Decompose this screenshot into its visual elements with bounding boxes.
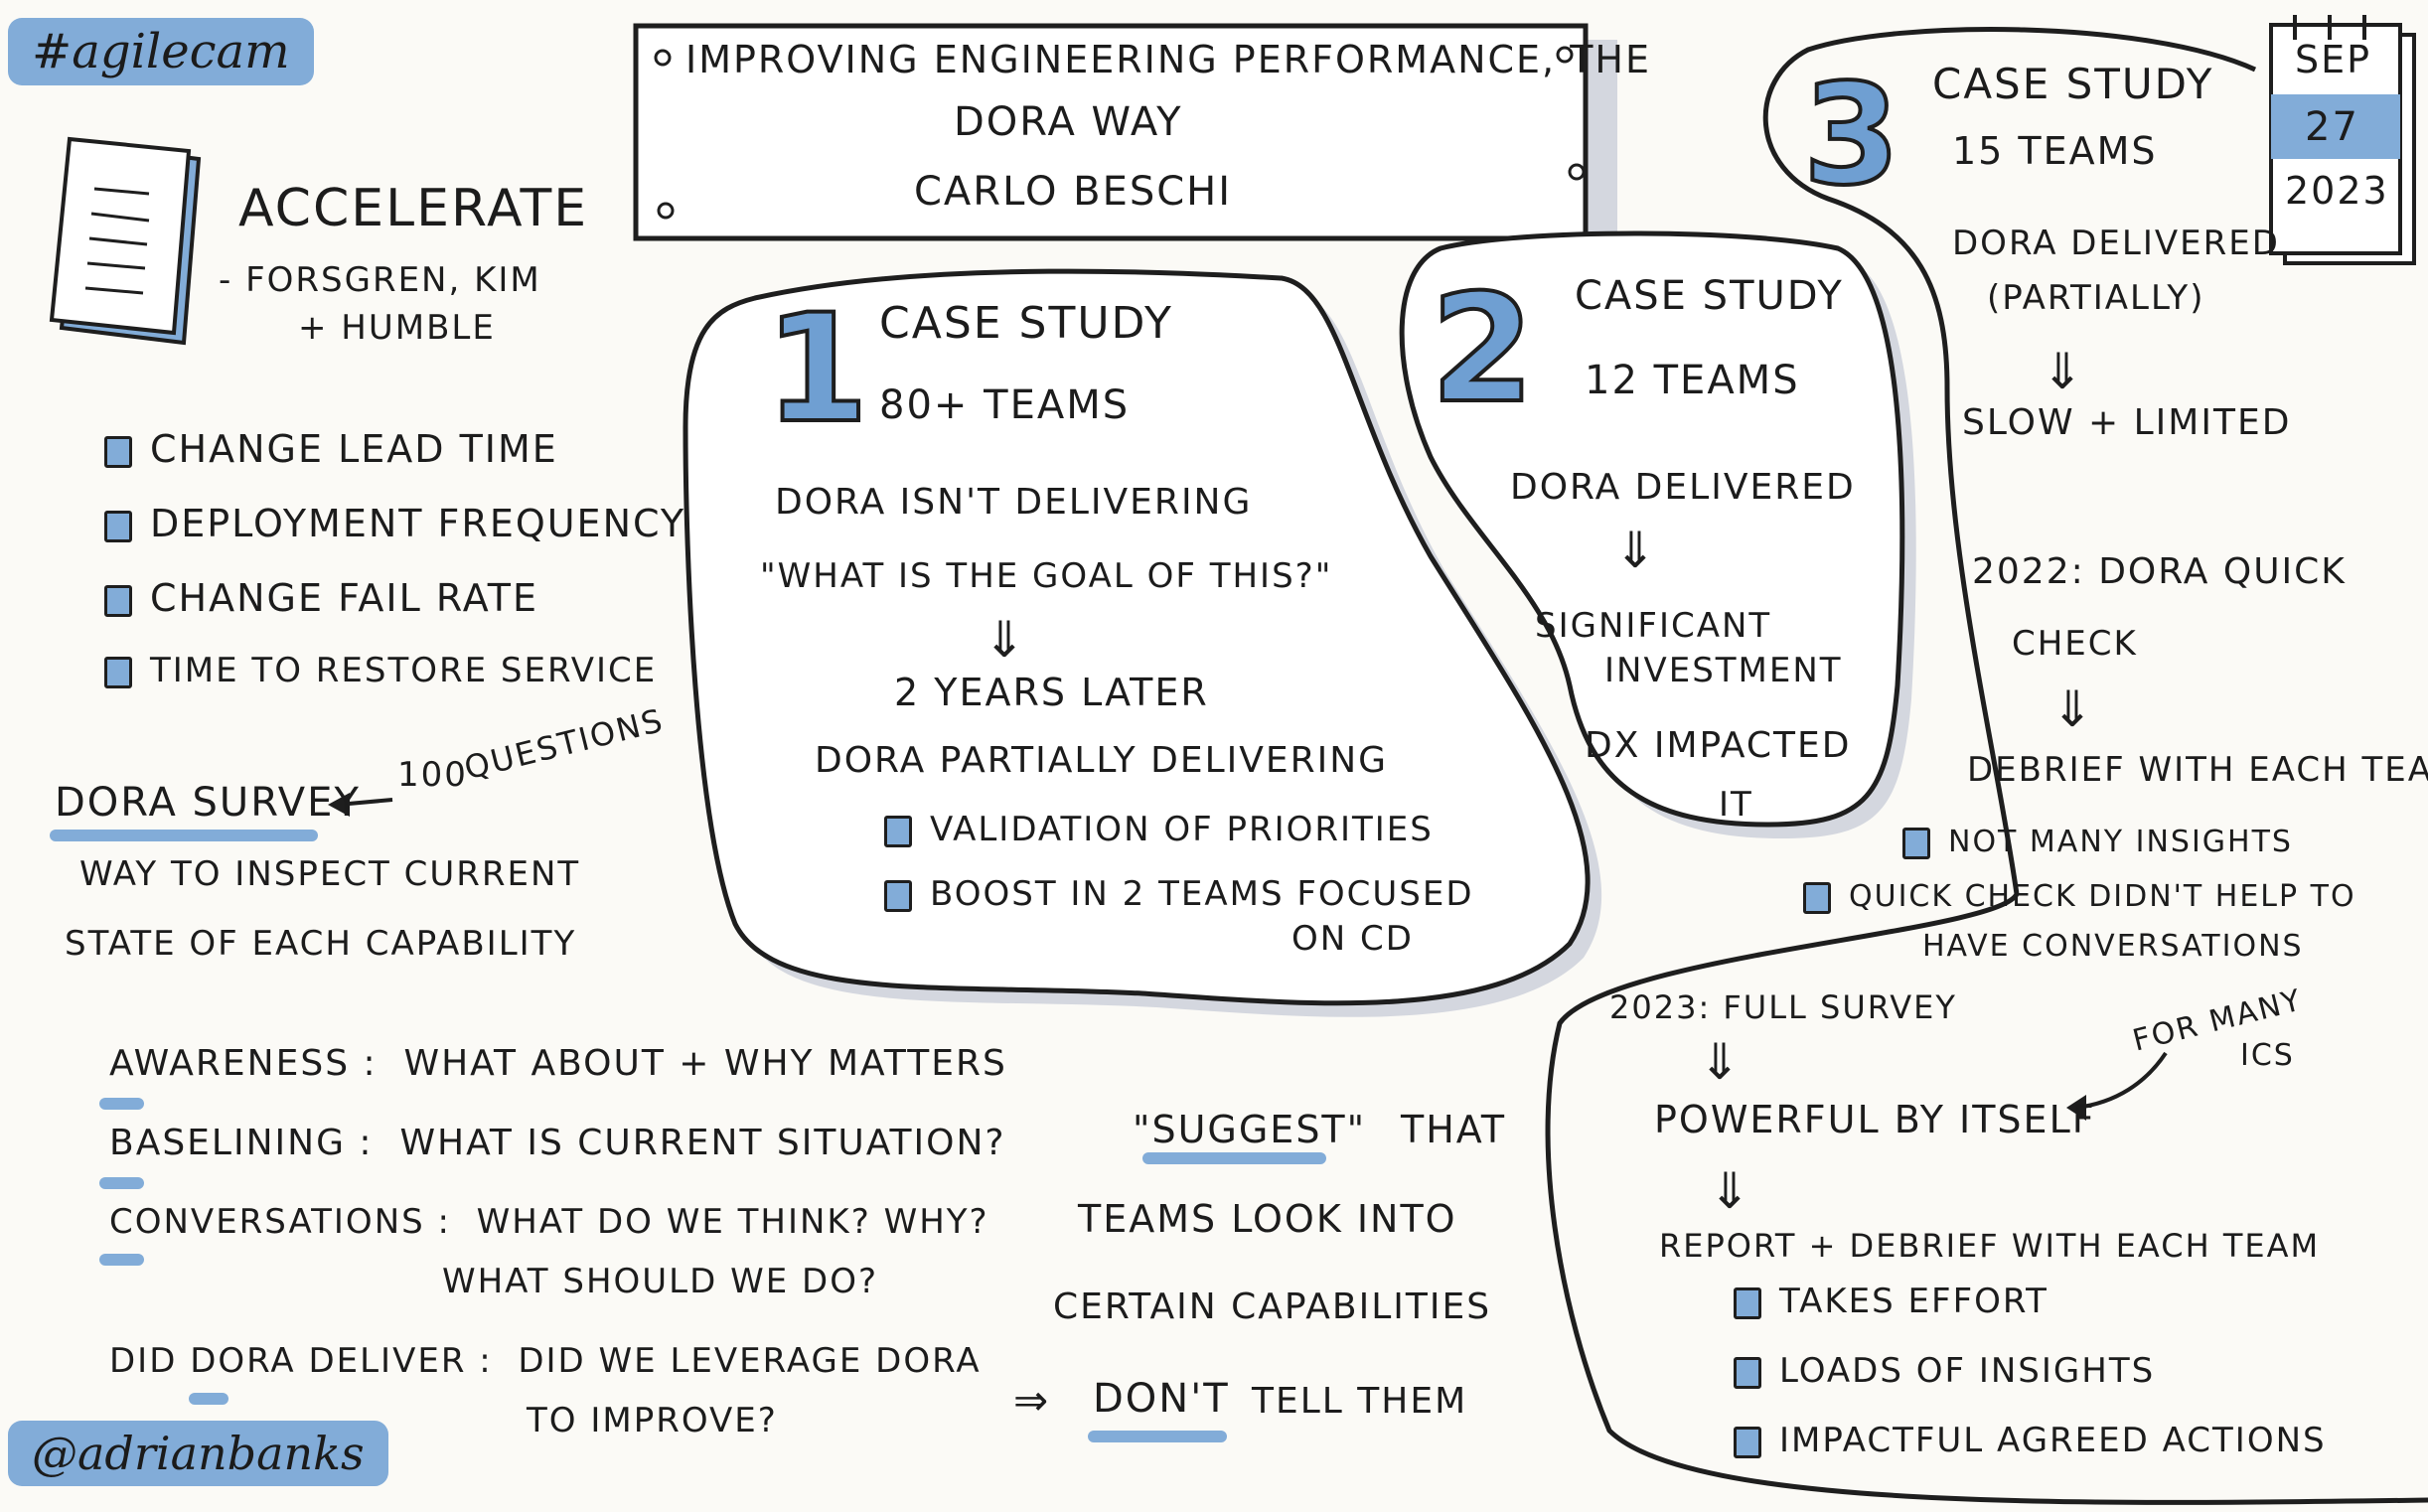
down-arrow-icon: ⇓ [1709, 1162, 1750, 1220]
case1-line3: 2 years later [894, 671, 1209, 714]
case3-line9: Report + Debrief with each team [1659, 1227, 2321, 1265]
case3-check1: Takes effort [1734, 1282, 2049, 1321]
hashtag-badge: #agilecam [8, 18, 314, 85]
title-line2: Dora Way [954, 99, 1183, 145]
case1-line2: "What is the goal of this?" [760, 556, 1333, 596]
case1-number: 1 [763, 281, 870, 458]
case3-line5: Check [2012, 624, 2138, 664]
down-arrow-icon: ⇓ [1614, 522, 1656, 579]
case1-teams: 80+ Teams [879, 382, 1131, 428]
case3-bullet2-cont: have conversations [1922, 929, 2304, 964]
suggest-line3: certain capabilities [1053, 1286, 1492, 1327]
use-did-dora-deliver: Did Dora Deliver : Did we leverage Dora [109, 1341, 982, 1381]
case1-bullet1: Validation of priorities [884, 810, 1434, 849]
book-authors-2: + Humble [298, 308, 496, 348]
down-arrow-icon: ⇓ [2042, 343, 2083, 400]
case2-line2: Significant [1535, 606, 1772, 646]
calendar-icon [2269, 15, 2416, 265]
case3-note-2: ICs [2240, 1038, 2295, 1073]
survey-note-count: 100 [397, 755, 468, 795]
case2-bubble [1399, 230, 1905, 828]
case3-teams: 15 Teams [1952, 129, 2158, 173]
case2-title: Case Study [1575, 273, 1844, 319]
down-arrow-icon: ⇓ [984, 611, 1025, 669]
suggest-arrow: ⇒ [1013, 1376, 1051, 1425]
case3-title: Case Study [1932, 60, 2214, 108]
speaker-name: Carlo Beschi [914, 169, 1233, 215]
metric-item: Deployment Frequency [104, 502, 685, 545]
author-badge: @adrianbanks [8, 1421, 388, 1486]
suggest-word: "Suggest" [1133, 1108, 1367, 1151]
use-baselining: Baselining : What is current situation? [109, 1123, 1006, 1163]
case1-line4: Dora partially delivering [815, 740, 1389, 781]
calendar-month: Sep [2295, 38, 2372, 81]
case3-bullet1: Not many insights [1902, 825, 2293, 859]
case1-line1: Dora isn't delivering [775, 482, 1253, 523]
book-authors-1: - Forsgren, Kim [219, 260, 541, 300]
calendar-year: 2023 [2285, 169, 2389, 213]
case3-number: 3 [1801, 53, 1901, 219]
suggest-tell: tell them [1252, 1381, 1468, 1422]
case3-line1: Dora Delivered [1952, 224, 2280, 263]
book-title: Accelerate [238, 179, 589, 238]
metric-item: Change Fail Rate [104, 576, 538, 620]
survey-desc-2: state of each capability [65, 924, 577, 964]
title-box [633, 23, 1589, 241]
metric-item: Time to Restore Service [104, 651, 657, 690]
down-arrow-icon: ⇓ [2051, 680, 2093, 738]
case2-line3: Investment [1604, 651, 1843, 690]
calendar-day: 27 [2305, 104, 2359, 150]
survey-desc-1: Way to inspect current [79, 854, 581, 894]
use-awareness: Awareness : What about + why matters [109, 1043, 1007, 1084]
suggest-line2: teams look into [1078, 1197, 1457, 1241]
suggest-that: that [1401, 1108, 1507, 1151]
case3-bullet2: Quick check didn't help to [1803, 879, 2356, 914]
case3-line8: Powerful by itself [1654, 1098, 2096, 1141]
case2-line1: Dora delivered [1510, 467, 1856, 508]
metric-item: Change Lead Time [104, 427, 558, 471]
case1-title: Case Study [879, 298, 1173, 349]
survey-label: Dora Survey [55, 780, 361, 826]
case3-line7: 2023: Full Survey [1609, 988, 1957, 1026]
case3-line4: 2022: Dora Quick [1972, 551, 2347, 592]
case1-bullet2-cont: on CD [1291, 919, 1414, 959]
suggest-dont: Don't [1093, 1376, 1230, 1422]
case2-line4: DX impacted [1585, 725, 1852, 766]
use-did-dora-deliver-2: to improve? [527, 1401, 778, 1440]
case3-check2: Loads of insights [1734, 1351, 2155, 1391]
case3-outline [1545, 27, 2428, 1505]
case2-teams: 12 Teams [1585, 358, 1800, 403]
case3-check3: Impactful agreed actions [1734, 1421, 2327, 1460]
use-conversations: Conversations : What do we think? Why? [109, 1202, 989, 1242]
case2-line5: it [1719, 785, 1753, 825]
down-arrow-icon: ⇓ [1699, 1033, 1741, 1091]
book-icon [49, 136, 202, 346]
case3-line6: Debrief with each team [1967, 750, 2428, 790]
title-line1: Improving Engineering Performance, The [685, 38, 1652, 81]
case2-number: 2 [1429, 261, 1536, 438]
case3-line3: Slow + Limited [1962, 402, 2292, 443]
case3-line2: (Partially) [1987, 278, 2205, 318]
use-conversations-2: What should we do? [442, 1262, 879, 1301]
case1-bullet2: Boost in 2 teams focused [884, 874, 1474, 914]
